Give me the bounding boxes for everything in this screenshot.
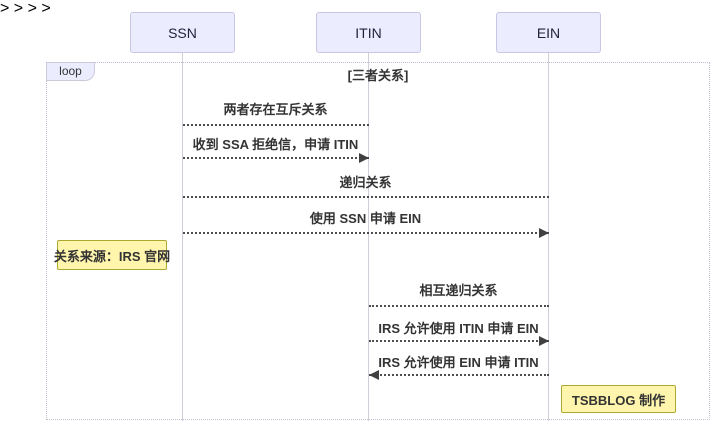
note-source: 关系来源：IRS 官网	[53, 240, 171, 270]
actor-box-ein: EIN	[496, 12, 601, 53]
message-line	[369, 340, 549, 342]
lifeline-ssn	[182, 53, 183, 421]
message-text: 递归关系	[339, 175, 392, 190]
arrowhead-right-icon	[539, 336, 549, 346]
message-text: IRS 允许使用 EIN 申请 ITIN	[378, 355, 539, 370]
arrowhead-left-icon	[369, 370, 379, 380]
message-text: 收到 SSA 拒绝信，申请 ITIN	[192, 137, 359, 152]
actor-box-ssn: SSN	[130, 12, 235, 53]
actor-label-ein: EIN	[536, 24, 561, 41]
actor-box-itin: ITIN	[316, 12, 421, 53]
message-text: 使用 SSN 申请 EIN	[309, 211, 422, 226]
message-text: IRS 允许使用 ITIN 申请 EIN	[378, 321, 539, 336]
note-credit-label: TSBBLOG 制作	[571, 392, 666, 408]
loop-tag-label: loop	[59, 64, 82, 78]
arrowhead-right-icon	[539, 228, 549, 238]
actor-label-itin: ITIN	[355, 24, 382, 41]
message-line	[183, 232, 549, 234]
actor-label-ssn: SSN	[168, 24, 197, 41]
lifeline-itin	[368, 53, 369, 421]
loop-condition-label: [三者关系]	[347, 68, 409, 83]
message-line	[369, 374, 549, 376]
message-text: 两者存在互斥关系	[223, 102, 328, 117]
message-line	[183, 124, 369, 126]
note-source-label: 关系来源：IRS 官网	[53, 248, 171, 264]
loop-frame	[46, 62, 710, 420]
message-text: 相互递归关系	[419, 283, 498, 298]
message-line	[183, 157, 369, 159]
note-credit: TSBBLOG 制作	[561, 385, 676, 413]
arrowhead-right-icon	[359, 153, 369, 163]
message-line	[183, 196, 549, 198]
message-line	[369, 305, 549, 307]
loop-tag: loop	[46, 62, 95, 81]
